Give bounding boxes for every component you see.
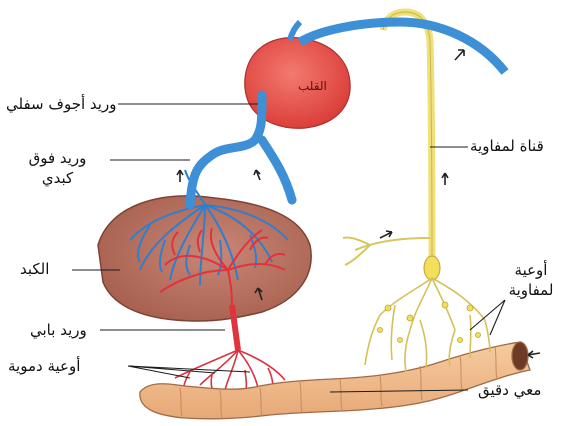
lymph-node	[424, 256, 440, 280]
label-lymph-vessels-line2: لمفاوية	[490, 280, 572, 300]
label-portal-vein: وريد بابي	[30, 320, 87, 340]
label-small-intestine: معي دقيق	[478, 380, 541, 400]
label-blood-vessels: أوعية دموية	[8, 356, 80, 376]
label-hepatic-vein-line2: كبدي	[10, 168, 105, 188]
label-liver: الكبد	[20, 259, 49, 279]
lymph-side-branch	[343, 237, 430, 265]
label-inferior-vena-cava: وريد أجوف سفلي	[6, 94, 116, 114]
label-lymph-vessels-line1: أوعية	[490, 260, 572, 280]
label-hepatic-vein: وريد فوق كبدي	[10, 148, 105, 188]
small-intestine-organ	[140, 342, 530, 419]
label-hepatic-vein-line1: وريد فوق	[10, 148, 105, 168]
label-lymph-vessels: أوعية لمفاوية	[490, 260, 572, 300]
lymph-duct	[383, 12, 432, 265]
intestine-opening	[512, 342, 528, 370]
label-lymph-duct: قناة لمفاوية	[470, 136, 544, 156]
label-heart: القلب	[298, 76, 327, 96]
